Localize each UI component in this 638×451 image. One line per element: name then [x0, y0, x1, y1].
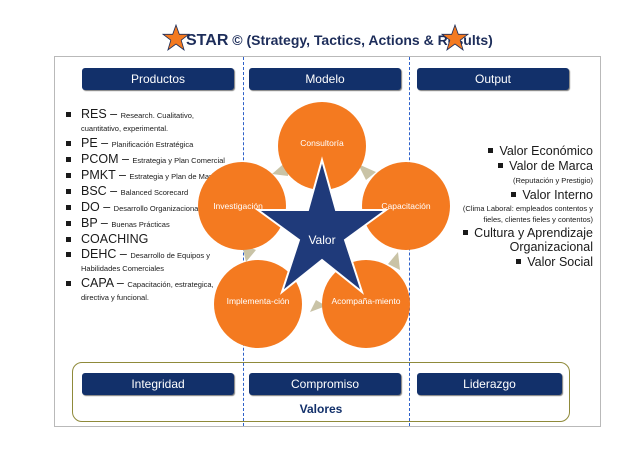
circle-capacitacion: Capacitación [362, 162, 450, 250]
list-item: RES – Research. Cualitativo, cuantitativ… [66, 108, 236, 134]
bullet-icon [66, 281, 71, 286]
circle-acompanamiento: Acompaña-miento [322, 260, 410, 348]
circle-investigacion: Investigación [198, 162, 286, 250]
page-title: STAR © (Strategy, Tactics, Actions & Res… [186, 32, 493, 50]
bullet-icon [66, 237, 71, 242]
list-item: BSC – Balanced Scorecard [66, 185, 236, 198]
bullet-icon [66, 173, 71, 178]
list-item: PCOM – Estrategia y Plan Comercial [66, 153, 236, 166]
list-item: PMKT – Estrategia y Plan de Marketing [66, 169, 236, 182]
bullet-icon [463, 230, 469, 236]
bullet-icon [66, 112, 71, 117]
bullet-icon [66, 141, 71, 146]
svg-text:Acompaña-miento: Acompaña-miento [332, 296, 401, 306]
star-model-diagram: Consultoría Capacitación Acompaña-miento… [198, 102, 450, 348]
list-item: Valor Económico [448, 144, 593, 158]
center-star-icon [254, 156, 390, 295]
bullet-icon [511, 192, 517, 198]
arrow-icon [310, 300, 326, 312]
center-label: Valor [308, 233, 335, 247]
title-subtitle: (Strategy, Tactics, Actions & Results) [246, 32, 493, 48]
list-item: Valor Social [448, 255, 593, 269]
bullet-icon [66, 221, 71, 226]
bullet-icon [66, 189, 71, 194]
list-item-note: (Reputación y Prestigio) [512, 176, 593, 185]
right-star-icon [441, 24, 469, 52]
bullet-icon [516, 259, 522, 265]
svg-text:Capacitación: Capacitación [381, 201, 430, 211]
title-copyright: © [232, 32, 243, 48]
left-star-icon [162, 24, 190, 52]
list-item-note: (Clima Laboral: empleados contentos y fi… [462, 204, 593, 224]
arrow-icon [388, 252, 400, 270]
values-caption: Valores [299, 402, 343, 416]
list-item: COACHING [66, 233, 236, 245]
bullet-icon [66, 252, 71, 257]
value-integridad: Integridad [82, 373, 234, 395]
header-output: Output [417, 68, 569, 90]
list-item: PE – Planificación Estratégica [66, 137, 236, 150]
list-item: BP – Buenas Prácticas [66, 217, 236, 230]
bullet-icon [66, 205, 71, 210]
bullet-icon [498, 163, 504, 169]
list-item: Cultura y Aprendizaje Organizacional [448, 226, 593, 254]
svg-text:Investigación: Investigación [213, 201, 263, 211]
list-item: DO – Desarrollo Organizacional [66, 201, 236, 214]
products-list: RES – Research. Cualitativo, cuantitativ… [66, 108, 236, 306]
bullet-icon [66, 157, 71, 162]
list-item: Valor Interno [448, 188, 593, 202]
circle-consultoria: Consultoría [278, 102, 366, 190]
list-item: CAPA – Capacitación, estrategica, direct… [66, 277, 236, 303]
svg-text:Consultoría: Consultoría [300, 138, 344, 148]
circle-implementacion: Implementa-ción [214, 260, 302, 348]
header-productos: Productos [82, 68, 234, 90]
value-compromiso: Compromiso [249, 373, 401, 395]
value-liderazgo: Liderazgo [417, 373, 562, 395]
list-item: DEHC – Desarrollo de Equipos y Habilidad… [66, 248, 236, 274]
title-main: STAR [186, 32, 229, 49]
svg-text:Implementa-ción: Implementa-ción [227, 296, 290, 306]
header-modelo: Modelo [249, 68, 401, 90]
list-item: Valor de Marca [448, 159, 593, 173]
arrow-icon [358, 164, 376, 180]
title-bar: STAR © (Strategy, Tactics, Actions & Res… [0, 24, 638, 56]
values-box [72, 362, 570, 422]
bullet-icon [488, 148, 494, 154]
main-frame [54, 56, 601, 427]
outputs-list: Valor Económico Valor de Marca (Reputaci… [448, 144, 593, 270]
